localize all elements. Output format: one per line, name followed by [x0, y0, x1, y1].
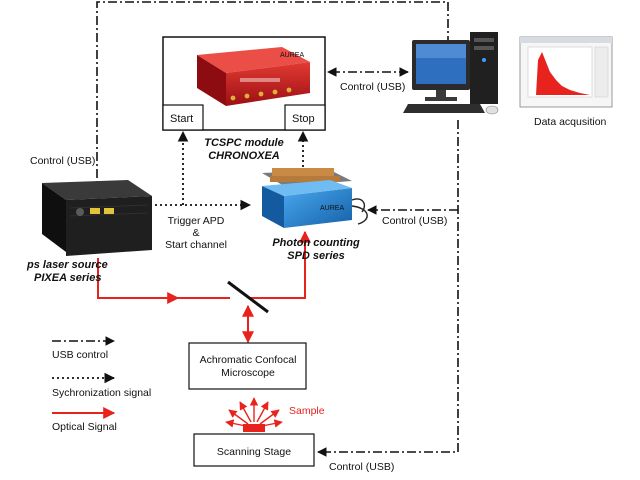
stop-port-box: [284, 104, 326, 131]
spd-title-line2: SPD series: [287, 250, 344, 262]
legend-optical-label: Optical Signal: [52, 421, 117, 433]
tcspc-brand: AUREA: [280, 52, 304, 59]
spd-title-line1: Photon counting: [272, 237, 360, 249]
usb-line-top-loop: [92, 1, 449, 196]
control-usb-top-label: Control (USB): [340, 81, 405, 93]
optical-line-laser: [97, 258, 230, 299]
trigger-label-line2: &: [192, 227, 199, 239]
laser-title-line1: ps laser source: [26, 259, 108, 271]
usb-line-right-down: [317, 120, 459, 457]
tcspc-module-icon: AUREA: [197, 47, 310, 106]
scanning-stage-box: [193, 433, 315, 467]
optical-line-to-spd: [250, 230, 311, 299]
trigger-label-line3: Start channel: [165, 239, 227, 251]
mirror-icon: [227, 280, 269, 314]
scanning-stage-label: Scanning Stage: [217, 446, 291, 458]
legend-sync-label: Sychronization signal: [52, 387, 151, 399]
microscope-line1: Achromatic Confocal: [200, 354, 297, 366]
legend: USB control Sychronization signal Optica…: [52, 336, 151, 433]
sample-label: Sample: [289, 405, 325, 417]
tcspc-title-line1: TCSPC module: [204, 137, 283, 149]
laser-source-icon: [42, 180, 152, 256]
sync-lines: [150, 130, 309, 211]
data-acquisition-label: Data acqusition: [534, 116, 607, 128]
control-usb-right-label: Control (USB): [382, 215, 447, 227]
laser-title-line2: PIXEA series: [34, 272, 101, 284]
start-port-box: [162, 104, 204, 131]
spd-brand: AUREA: [320, 205, 344, 212]
sample-icon: [225, 397, 283, 432]
data-acquisition-screen: [519, 36, 613, 108]
start-label: Start: [170, 113, 193, 125]
microscope-box: [188, 342, 307, 390]
optical-path: [97, 230, 311, 344]
computer-icon: [403, 32, 499, 115]
spd-detector-icon: AUREA: [262, 168, 368, 228]
stop-label: Stop: [292, 113, 315, 125]
trigger-label-line1: Trigger APD: [168, 215, 225, 227]
legend-usb-label: USB control: [52, 349, 108, 361]
usb-control-lines: [92, 1, 459, 457]
control-usb-left-label: Control (USB): [30, 155, 95, 167]
control-usb-bottom-label: Control (USB): [329, 461, 394, 473]
tcspc-title-line2: CHRONOXEA: [208, 150, 280, 162]
histogram-icon: [530, 52, 590, 95]
tcspc-module: AUREA Start Stop TCSPC module CHRONOXEA: [162, 36, 326, 162]
microscope-line2: Microscope: [221, 367, 275, 379]
